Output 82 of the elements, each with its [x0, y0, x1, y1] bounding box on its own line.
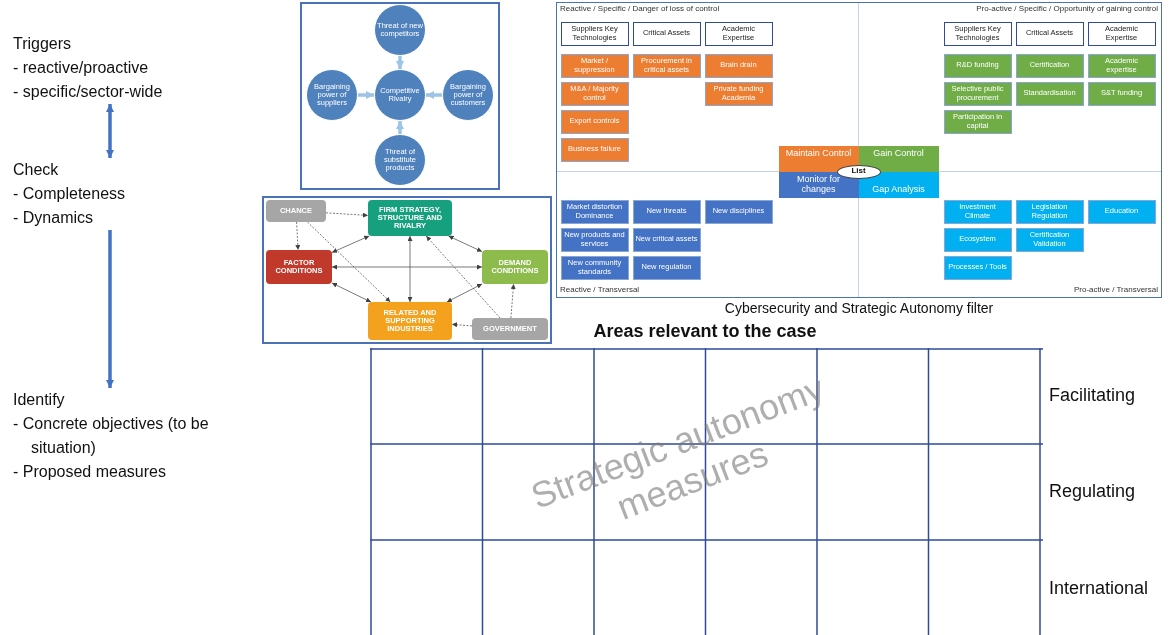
category-box [560, 21, 629, 46]
arrow [358, 91, 374, 99]
topic-box [943, 255, 1012, 280]
filter-caption: Cybersecurity and Strategic Autonomy filter [723, 300, 995, 316]
bullet-item: - Concrete objectives (to be situation) [13, 414, 210, 458]
quadrant-label: Pro-active / Transversal [1073, 286, 1158, 295]
double-arrow [331, 264, 483, 270]
quadrant-box [778, 171, 859, 198]
row-label: Regulating [1049, 481, 1136, 502]
double-arrow [448, 235, 483, 252]
node-label: Monitor for changes [796, 174, 841, 195]
topic-box [943, 53, 1012, 78]
node-label: Gain Control [873, 148, 924, 159]
diagram-panel [300, 2, 500, 190]
force-circle [374, 4, 426, 56]
double-arrow [106, 104, 114, 158]
topic-box [560, 137, 629, 162]
arrow [426, 91, 442, 99]
step-heading: Check [13, 160, 59, 180]
quadrant-label: Reactive / Transversal [560, 286, 640, 295]
arrow [106, 230, 114, 388]
force-circle [306, 69, 358, 121]
quadrant-label: Pro-active / Specific / Opportunity of gaining control [976, 5, 1158, 14]
double-arrow [331, 235, 370, 253]
double-arrow [407, 235, 413, 303]
section-heading: Areas relevant to the case [592, 321, 818, 342]
topic-box [1087, 53, 1156, 78]
topic-box [704, 53, 773, 78]
arrow [396, 56, 404, 69]
category-box [943, 21, 1012, 46]
force-circle [374, 69, 426, 121]
matrix-panel [556, 2, 1162, 298]
topic-box [704, 199, 773, 224]
topic-box [943, 81, 1012, 106]
topic-box [560, 53, 629, 78]
topic-box [1087, 199, 1156, 224]
topic-box [1015, 227, 1084, 252]
row-label: Facilitating [1049, 385, 1136, 406]
double-arrow [446, 283, 483, 303]
factor-box [482, 250, 548, 284]
topic-box [943, 199, 1012, 224]
topic-box [560, 109, 629, 134]
topic-box [632, 227, 701, 252]
quadrant-label: Reactive / Specific / Danger of loss of control [560, 5, 720, 14]
factor-box [266, 200, 326, 222]
node-label: Maintain Control [785, 148, 852, 159]
topic-box [560, 199, 629, 224]
topic-box [1015, 53, 1084, 78]
topic-box [560, 255, 629, 280]
topic-box [943, 109, 1012, 134]
bullet-item: - Proposed measures [13, 462, 167, 482]
topic-box [632, 255, 701, 280]
topic-box [1015, 199, 1084, 224]
topic-box [704, 81, 773, 106]
topic-box [560, 81, 629, 106]
double-arrow [331, 282, 372, 303]
factor-box [368, 302, 452, 340]
force-circle [374, 134, 426, 186]
category-box [704, 21, 773, 46]
topic-box [943, 227, 1012, 252]
node-label: List [851, 167, 866, 176]
category-box [632, 21, 701, 46]
topic-box [1015, 81, 1084, 106]
step-heading: Triggers [13, 34, 72, 54]
topic-box [632, 53, 701, 78]
factor-box [266, 250, 332, 284]
force-circle [442, 69, 494, 121]
arrow [396, 121, 404, 134]
factor-box [472, 318, 548, 340]
bullet-item: - specific/sector-wide [13, 82, 164, 102]
diagram-panel [262, 196, 552, 344]
row-label: International [1049, 578, 1149, 599]
bullet-item: - Completeness [13, 184, 127, 204]
node-label: Gap Analysis [872, 184, 925, 195]
bullet-item: - Dynamics [13, 208, 94, 228]
category-box [1015, 21, 1084, 46]
factor-box [368, 200, 452, 236]
topic-box [632, 199, 701, 224]
category-box [1087, 21, 1156, 46]
bullet-item: - reactive/proactive [13, 58, 150, 78]
step-heading: Identify [13, 390, 65, 410]
topic-box [1087, 81, 1156, 106]
